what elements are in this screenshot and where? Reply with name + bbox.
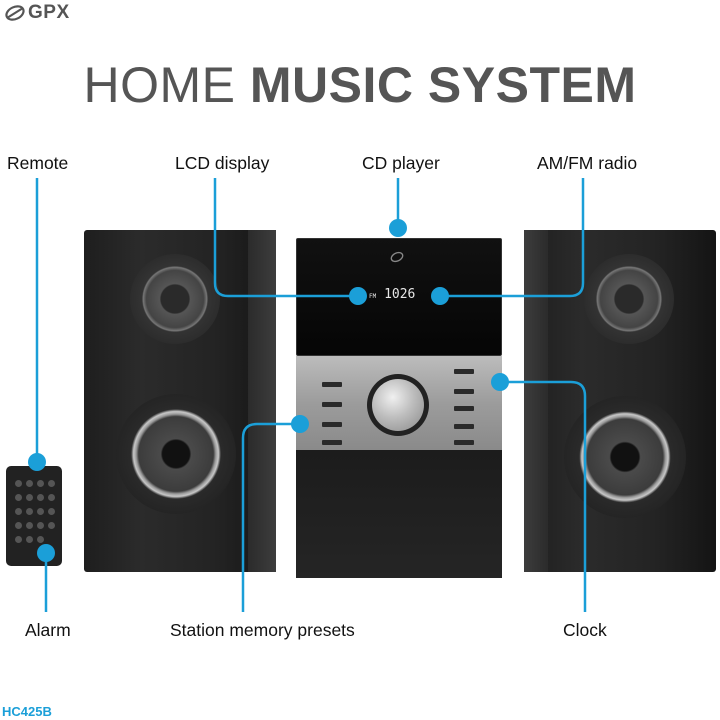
label-station-memory-presets: Station memory presets	[170, 620, 355, 640]
dot-station-presets	[291, 415, 309, 433]
source-button[interactable]	[454, 369, 474, 374]
stop-band-button[interactable]	[322, 402, 342, 407]
lcd-fm-indicator: FM	[369, 293, 377, 300]
dot-lcd-display	[349, 287, 367, 305]
label-alarm: Alarm	[25, 620, 71, 640]
brand-name: GPX	[28, 2, 70, 23]
unit-base	[296, 450, 502, 578]
program-clock-button[interactable]	[454, 389, 474, 394]
repeat-button[interactable]	[454, 406, 474, 411]
label-remote: Remote	[7, 153, 69, 173]
right-speaker	[524, 230, 716, 572]
label-clock: Clock	[563, 620, 607, 640]
tune-back-button[interactable]	[454, 440, 474, 445]
woofer-driver	[116, 394, 236, 514]
title-bold: MUSIC SYSTEM	[249, 57, 637, 113]
dot-alarm	[37, 544, 55, 562]
play-pause-button[interactable]	[322, 382, 342, 387]
gpx-logo: GPX	[4, 2, 70, 24]
label-lcd-display: LCD display	[175, 153, 270, 173]
tweeter-driver	[584, 254, 674, 344]
lcd-time: FM 1026	[369, 287, 415, 302]
volume-knob-ring	[367, 374, 429, 436]
gpx-logo-icon	[390, 251, 404, 263]
mem-dimmer-button[interactable]	[322, 422, 342, 427]
tune-forward-button[interactable]	[454, 424, 474, 429]
dot-cd-player	[389, 219, 407, 237]
model-number: HC425B	[2, 704, 52, 719]
display-button[interactable]	[322, 440, 342, 445]
control-panel	[296, 356, 502, 450]
volume-knob[interactable]	[372, 379, 424, 431]
dot-remote	[28, 453, 46, 471]
tweeter-driver	[130, 254, 220, 344]
page-title: HOME MUSIC SYSTEM	[0, 56, 720, 114]
lcd-time-digits: 1026	[384, 287, 416, 302]
dot-clock	[491, 373, 509, 391]
dot-am-fm-radio	[431, 287, 449, 305]
label-am-fm-radio: AM/FM radio	[537, 153, 638, 173]
title-light: HOME	[83, 57, 236, 113]
gpx-swirl-icon	[5, 5, 25, 21]
label-cd-player: CD player	[362, 153, 440, 173]
